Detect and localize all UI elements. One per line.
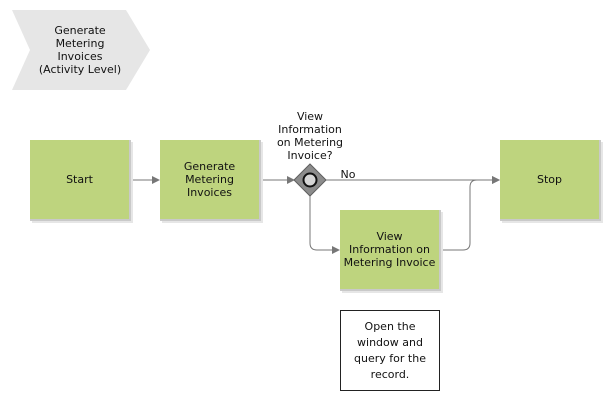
decision-gateway[interactable]	[293, 163, 327, 197]
annotation-note: Open the window and query for the record…	[340, 310, 440, 391]
generate-metering-invoices-node[interactable]: Generate Metering Invoices	[160, 140, 261, 221]
connector-gateway-to-view-info	[309, 196, 340, 254]
stop-node[interactable]: Stop	[500, 140, 601, 221]
title-banner-shape	[12, 10, 150, 90]
start-node[interactable]: Start	[30, 140, 131, 221]
view-information-node[interactable]: View Information on Metering Invoice	[340, 210, 441, 291]
title-banner-text: Generate Metering Invoices (Activity Lev…	[38, 24, 122, 76]
decision-no-label: No	[340, 168, 356, 181]
decision-question-label: View Information on Metering Invoice?	[276, 110, 344, 162]
connector-view-info-to-stop	[440, 176, 500, 251]
